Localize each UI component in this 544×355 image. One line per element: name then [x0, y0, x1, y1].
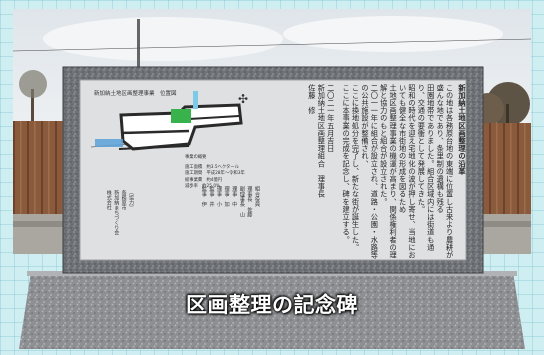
- inscription-line: 昭和の時代を迎え宅地化の波が押し寄せ、当地においても健全な市街地の形成を図るため: [398, 84, 417, 259]
- members-list: 組合役員 理事長 佐藤 副理事長 山 理事 中 理事 加 理事 小 監事 井 監…: [144, 186, 264, 256]
- project-specs: 事業の概要 施工面積 約3.5ヘクタール 施工期間 平成28年～令和3年 総事業…: [185, 155, 245, 191]
- monument-base: [19, 272, 525, 349]
- spec-line: 施工期間 平成28年～令和3年: [185, 171, 245, 177]
- road-blue: [95, 139, 123, 147]
- spec-line: 総事業費 約4億円: [185, 177, 223, 183]
- inscription-line: 田園地帯でありました。組合区域内には街道も通り、交通の要衝として発展してきた。: [417, 84, 436, 252]
- member-line: 副理事長 山: [238, 186, 245, 218]
- photo: [13, 9, 531, 349]
- cloud: [43, 17, 283, 61]
- monument-scene: [13, 9, 531, 349]
- member-line: 監事 井: [208, 186, 215, 207]
- inscription-panel: [80, 80, 466, 260]
- spec-line: 減歩率 約25.0%: [185, 184, 221, 190]
- fence-left: [13, 121, 65, 217]
- member-line: 理事長 佐藤: [246, 186, 253, 218]
- fence-right: [479, 123, 531, 217]
- members-heading: 組合役員: [254, 186, 260, 207]
- inscription-text: 新加納土地区画整理の沿革 この地は各務原台地の東端に位置し古来より農耕が盛んな地…: [277, 84, 467, 260]
- member-line: 理事 小: [216, 186, 223, 207]
- tree-left: [19, 70, 47, 134]
- spec-line: 施工面積 約3.5ヘクタール: [185, 164, 239, 170]
- inscription-signature-name: 佐藤 修: [307, 84, 317, 115]
- sponsor-line: 株式会社: [105, 190, 112, 210]
- river: [193, 91, 198, 109]
- member-line: 理事 中: [231, 186, 238, 207]
- north-arrow-icon: ✣: [238, 92, 249, 106]
- image-caption: 区画整理の記念碑: [186, 293, 358, 317]
- inscription-line: ここに換地処分を完了し、新たな街が誕生した。: [351, 84, 361, 252]
- inscription-line: ここに本事業の完成を記念し、碑を建立する。: [342, 84, 352, 244]
- inscription-line: 二〇一一年に組合が設立され、道路・公園・水路等の公共施設が整備され、: [360, 84, 380, 259]
- inscription-line: この地は各務原台地の東端に位置し古来より農耕が盛んな地であり、条里制の遺構も残る: [436, 84, 455, 259]
- sponsor-block: 〔協力〕 各務原市 新加納まちづくり会 株式会社: [88, 190, 134, 250]
- inscription-signature-org: 新加納土地区画整理組合 理事長: [317, 84, 327, 198]
- cloud: [283, 16, 503, 52]
- inscription-line: 土地区画整理事業の機運が高まり、関係権利者の理解と協力のもと組合が設立された。: [379, 84, 399, 259]
- sponsor-line: 各務原市: [120, 190, 127, 210]
- member-line: 理事 加: [223, 186, 230, 207]
- specs-title: 事業の概要: [185, 155, 207, 160]
- member-line: 監事 伊: [200, 186, 207, 207]
- sponsor-label: 〔協力〕: [128, 190, 134, 210]
- map-title: 新加納土地区画整理事業 位置図: [94, 91, 177, 97]
- park-area: [171, 109, 191, 123]
- power-line: [13, 38, 531, 52]
- sponsor-line: 新加納まちづくり会: [113, 190, 120, 235]
- inscription-title: 新加納土地区画整理の沿革: [458, 84, 467, 176]
- inscription-date: 二〇二一年五月吉日: [326, 84, 336, 153]
- site-map: [90, 91, 243, 151]
